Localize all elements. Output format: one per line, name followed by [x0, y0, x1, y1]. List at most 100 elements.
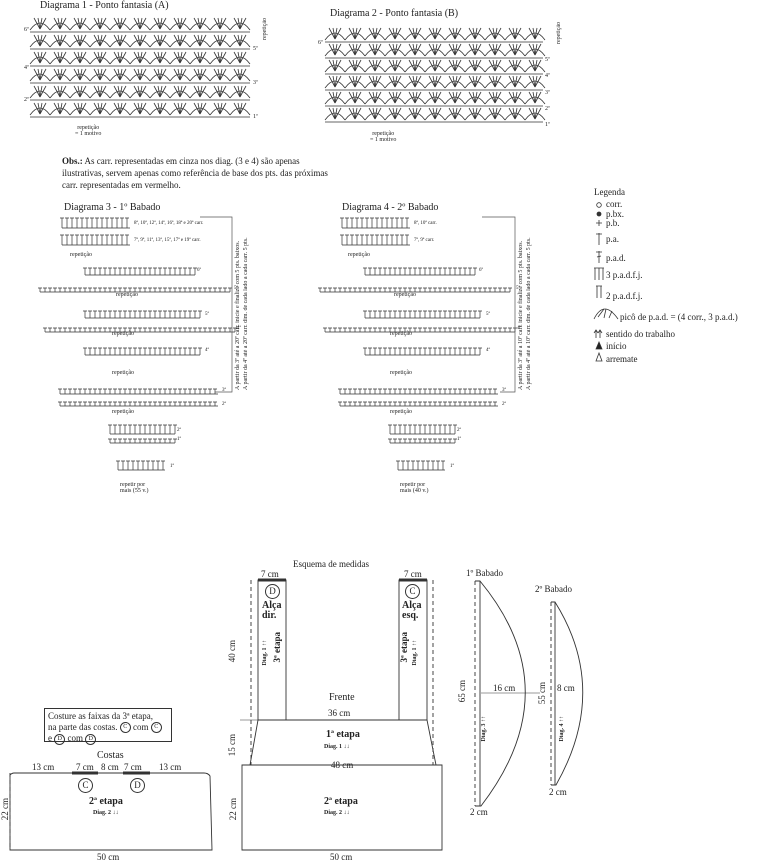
obs-text: As carr. representadas em cinza nos diag… — [62, 156, 328, 190]
frente-etapa1: 1ª etapa — [326, 729, 360, 740]
diagram1-repeticao-side: repetição — [262, 18, 268, 40]
alca-esq-label: Alça esq. — [402, 600, 422, 621]
diagram2-row-6: 6ª — [318, 40, 323, 46]
diagram4-row-2a: 2ª — [502, 402, 506, 407]
diagram3-bracket — [200, 216, 233, 393]
esquema-title: Esquema de medidas — [293, 559, 369, 569]
diagram3-row-5a: 5ª — [234, 286, 238, 291]
diagram4-row-2b: 2ª — [457, 428, 461, 433]
diagram4-repeticao-4: repetição — [390, 370, 412, 376]
diagram4-row-4a: 4ª — [517, 326, 521, 331]
frente-w48: 48 cm — [331, 760, 354, 770]
legend-symbols — [593, 202, 619, 362]
diagram2-row-5: 5ª — [545, 57, 550, 63]
alca-dir-circle: D — [265, 584, 280, 599]
alca-dir-etapa: 3ª etapa — [272, 632, 282, 663]
alca-esq-circle: C — [405, 584, 420, 599]
diagram4-row-5b: 5ª — [486, 312, 490, 317]
diagram1-row-6: 6ª — [24, 27, 29, 33]
costas-note: Costure as faixas da 3ª etapa, na parte … — [44, 708, 172, 745]
costas-w-13a: 13 cm — [32, 762, 55, 772]
diagram2-row-4: 4ª — [545, 73, 550, 79]
diagram4-row-1b: 1ª — [450, 464, 454, 469]
legend-pad: p.a.d. — [606, 253, 626, 263]
note-e: e — [48, 733, 52, 744]
diagram4-title: Diagrama 4 - 2º Babado — [342, 202, 439, 213]
legend-2padfj: 2 p.a.d.f.j. — [606, 291, 643, 301]
costas-circle-c: C — [78, 778, 93, 793]
diagram4-repeticao-5: repetição — [390, 409, 412, 415]
note-circle-c2: C — [150, 722, 162, 734]
diagram4-repeticao-2: repetição — [394, 292, 416, 298]
babado2-bottom: 2 cm — [549, 787, 567, 797]
diagram2-repeticao-side: repetição — [556, 22, 562, 44]
diagram3-row-4b: 4ª — [205, 348, 209, 353]
babado1-w: 16 cm — [493, 683, 516, 693]
diagram4-repeticao-3: repetição — [390, 331, 412, 337]
costas-w-8: 8 cm — [101, 762, 119, 772]
obs-label: Obs.: — [62, 156, 83, 166]
diagram3-repeticao-5: repetição — [112, 409, 134, 415]
alca-dir-label: Alça dir. — [262, 600, 282, 621]
diagram3-row-note1: 8ª, 10ª, 12ª, 14ª, 16ª, 18ª e 20ª carr. — [134, 221, 204, 226]
frente-label: Frente — [329, 692, 355, 703]
diagram3-row-1b: 1ª — [170, 464, 174, 469]
costas-w-7b: 7 cm — [124, 762, 142, 772]
diagram1-row-5: 5ª — [253, 46, 258, 52]
babado1-label: 1º Babado — [466, 568, 504, 578]
diagram2-row-2: 2ª — [545, 106, 550, 112]
alca-dir-diag: Diag. 1 ↑↑ — [262, 640, 268, 666]
babado1-shape — [474, 580, 540, 807]
diagram4-repeticao-1: repetição — [348, 252, 370, 258]
obs-note: Obs.: As carr. representadas em cinza no… — [62, 155, 332, 191]
diagram3-stitches — [38, 217, 237, 471]
diagram1-motivo: repetição = 1 motivo — [75, 125, 102, 137]
diagram2-motivo: repetição = 1 motivo — [370, 131, 397, 143]
alca-dir-w: 7 cm — [261, 569, 279, 579]
babado1-diag: Diag. 3 ↑↑ — [481, 716, 487, 742]
diagram3-repeticao-3: repetição — [112, 331, 134, 337]
note-line2: na parte das costas. — [48, 722, 118, 732]
diagram4-row-note1: 8ª, 10ª carr. — [414, 221, 437, 226]
diagram1-row-4: 4ª — [24, 65, 29, 71]
costas-w-50: 50 cm — [97, 852, 120, 862]
note-circle-d1: D — [54, 733, 66, 745]
legend-pbx: p.bx. — [606, 209, 624, 219]
diagram3-row-2b: 2ª — [177, 428, 181, 433]
babado2-label: 2º Babado — [535, 584, 573, 594]
alca-esq-w: 7 cm — [404, 569, 422, 579]
frente-diag1: Diag. 1 ↓↓ — [324, 744, 350, 750]
diagram3-repeticao-4: repetição — [112, 370, 134, 376]
diagram2-row-3: 3ª — [545, 90, 550, 96]
diagram4-stitches — [318, 217, 517, 471]
legend-sentido: sentido do trabalho — [606, 329, 675, 339]
legend-pico: picô de p.a.d. = (4 corr., 3 p.a.d.) — [620, 312, 738, 322]
babado1-h: 65 cm — [457, 680, 467, 703]
legend-3padfj: 3 p.a.d.f.j. — [606, 270, 643, 280]
legend-arremate: arremate — [606, 354, 638, 364]
diagram1-row-1: 1ª — [253, 114, 258, 120]
frente-etapa2: 2ª etapa — [324, 796, 358, 807]
diagram3-row-3: 3ª — [222, 388, 226, 393]
diagram3-row-5b: 5ª — [205, 312, 209, 317]
diagram1-title: Diagrama 1 - Ponto fantasia (A) — [40, 0, 169, 11]
frente-h15: 15 cm — [227, 734, 237, 757]
costas-h: 22 cm — [0, 798, 10, 821]
diagram3-side-note-1: A partir da 3ª até a 20ª carr. inicie e … — [235, 240, 241, 390]
diagram3-row-1a: 1ª — [177, 437, 181, 442]
babado2-w: 8 cm — [557, 683, 575, 693]
legend-pa: p.a. — [606, 234, 619, 244]
diagram4-row-4b: 4ª — [486, 348, 490, 353]
diagram4-row-1a: 1ª — [457, 437, 461, 442]
costas-circle-d: D — [130, 778, 145, 793]
diagram4-side-note-1: A partir da 3ª até a 10ª carr. inicie e … — [518, 240, 524, 390]
note-circle-d2: D — [85, 733, 97, 745]
legend-corr: corr. — [606, 199, 623, 209]
costas-shape — [9, 771, 213, 851]
diagram2-stitches — [324, 27, 546, 123]
frente-diag2: Diag. 2 ↓↓ — [324, 810, 350, 816]
diagram3-title: Diagrama 3 - 1º Babado — [64, 202, 161, 213]
alca-esq-etapa: 3ª etapa — [399, 632, 409, 663]
legend-inicio: início — [606, 341, 627, 351]
